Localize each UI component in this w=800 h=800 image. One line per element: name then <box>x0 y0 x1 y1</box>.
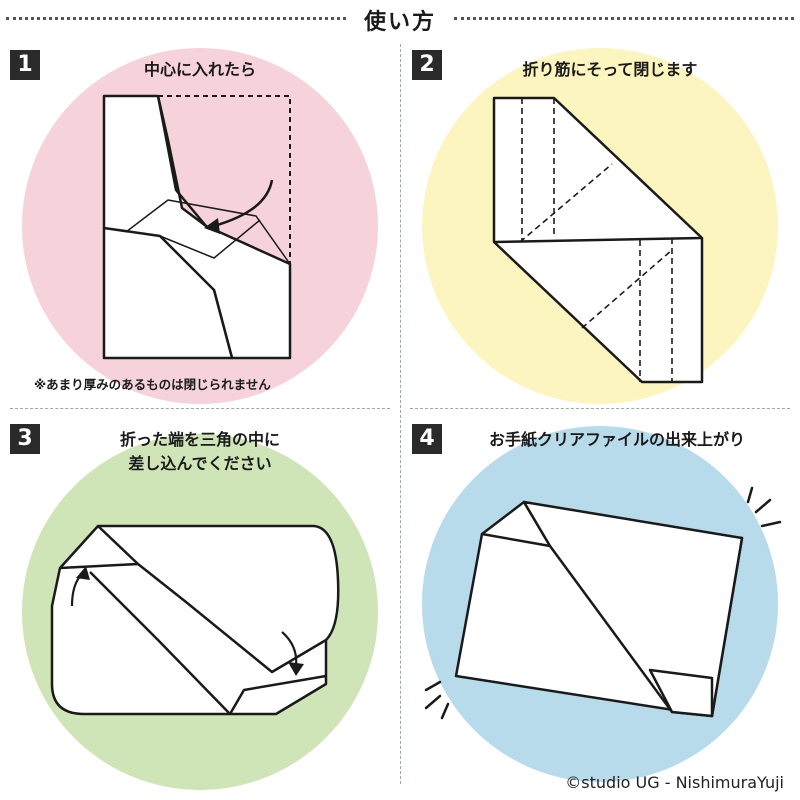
step-1-caption: 中心に入れたら <box>143 60 256 79</box>
title-left-dots <box>6 17 346 20</box>
step-2-caption: 折り筋にそって閉じます <box>522 60 698 79</box>
step-3-panel: 3 折った端を三角の中に 差し込んでください <box>0 414 400 790</box>
step-4-illustration <box>424 486 782 720</box>
step-1-number: 1 <box>10 50 40 80</box>
step-1-illustration <box>102 94 292 360</box>
step-3-caption-line-1: 折った端を三角の中に <box>119 430 280 449</box>
step-4-number: 4 <box>412 424 442 454</box>
step-2-number: 2 <box>412 50 442 80</box>
step-2-illustration <box>492 96 704 384</box>
step-4-panel: 4 お手紙クリアファイルの出来上がり <box>400 414 800 784</box>
vertical-divider <box>400 44 401 784</box>
page-title: 使い方 <box>353 10 446 35</box>
horizontal-divider-left <box>10 408 390 409</box>
step-1-note: ※あまり厚みのあるものは閉じられません <box>34 377 271 392</box>
step-3-number: 3 <box>10 424 40 454</box>
step-2-panel: 2 折り筋にそって閉じます <box>400 40 800 410</box>
step-4-caption: お手紙クリアファイルの出来上がり <box>488 430 745 449</box>
step-3-illustration <box>50 524 340 716</box>
step-3-caption-line-2: 差し込んでください <box>128 454 272 473</box>
step-1-panel: 1 中心に入れたら ※あまり厚みのあるものは閉じられません <box>0 40 400 410</box>
title-right-dots <box>454 17 794 20</box>
credit-text: ©studio UG - NishimuraYuji <box>565 773 784 792</box>
header: 使い方 <box>0 0 800 36</box>
horizontal-divider-right <box>410 408 790 409</box>
